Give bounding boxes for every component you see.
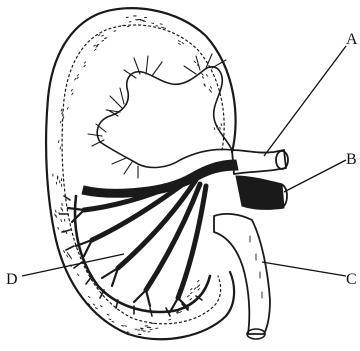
cortex-stipple-mark [58,227,59,229]
cortex-stipple-mark [164,28,166,29]
renal-vessel-tree [60,160,238,316]
cortex-stipple-mark [95,49,97,50]
renal-pelvis [88,54,232,178]
cortex-stipple-mark [197,286,198,287]
cortex-stipple-mark [161,27,163,28]
cortex-stipple-mark [220,127,221,129]
cortex-stipple-mark [190,299,192,300]
cortex-stipple-mark [198,280,199,282]
cortex-stipple-mark [66,232,67,234]
cortex-stipple-mark [188,295,190,296]
label-b: B [346,151,357,168]
cortex-stipple-mark [64,219,65,221]
cortex-stipple-mark [194,61,196,62]
cortex-stipple-mark [56,210,57,212]
cortex-stipple-mark [180,312,182,313]
cortex-stipple-mark [61,121,62,123]
renal-vein [232,150,288,174]
cortex-stipple-mark [61,109,62,111]
cortex-stipple-mark [160,24,162,25]
cortex-stipple-mark [62,129,63,131]
cortex-stipple-mark [109,319,111,320]
cortex-stipple-mark [194,288,195,289]
cortex-stipple-mark [179,44,181,45]
cortex-stipple-mark [182,43,184,44]
cortex-stipple-mark [206,75,207,77]
cortex-stipple-mark [67,255,68,257]
cortex-stipple-mark [100,306,102,307]
cortex-stipple-mark [72,93,73,95]
cortex-stipple-mark [63,117,64,119]
cortex-stipple-mark [191,289,193,290]
cortex-stipple-mark [71,89,72,91]
cortex-stipple-mark [55,214,56,216]
cortex-stipple-mark [210,91,211,93]
cortex-stipple-mark [202,77,203,79]
leader-line-c [262,262,346,276]
cortex-stipple-mark [98,35,100,36]
cortex-stipple-mark [102,35,104,36]
cortex-stipple-mark [77,77,78,79]
cortex-stipple-mark [62,112,63,114]
cortex-stipple-mark [179,41,181,42]
cortex-stipple-mark [202,74,203,76]
cortex-stipple-mark [61,220,62,222]
cortex-stipple-mark [77,75,78,77]
cortex-stipple-mark [84,65,85,67]
cortex-stipple-mark [102,40,104,41]
leader-line-a [264,46,346,156]
cortex-stipple-mark [221,124,222,126]
cortex-stipple-mark [112,321,114,322]
cortex-stipple-mark [96,46,98,47]
cortex-stipple-mark [69,254,70,256]
cortex-stipple-mark [177,312,179,313]
cortex-stipple-mark [89,297,91,298]
cortex-stipple-mark [214,128,215,130]
cortex-stipple-mark [93,304,95,305]
cortex-stipple-mark [62,209,63,211]
cortex-stipple-mark [64,251,65,253]
cortex-stipple-mark [107,314,109,315]
cortex-stipple-mark [94,45,96,46]
cortex-stipple-mark [84,62,85,63]
label-c: C [346,271,357,288]
cortex-stipple-mark [169,319,171,320]
cortex-stipple-mark [78,274,79,276]
label-d: D [6,271,18,288]
cortex-stipple-mark [191,292,193,293]
cortex-stipple-mark [177,312,179,313]
cortex-stipple-mark [211,87,212,89]
label-a: A [346,31,358,48]
leader-line-b [284,160,346,192]
cortex-stipple-mark [114,31,116,32]
cortex-stipple-mark [67,107,68,109]
cortex-stipple-mark [75,78,76,80]
cortex-stipple-mark [67,253,68,255]
cortex-stipple-mark [198,289,199,290]
renal-artery [236,176,287,209]
cortex-stipple-mark [96,308,98,309]
cortex-stipple-mark [56,215,57,217]
